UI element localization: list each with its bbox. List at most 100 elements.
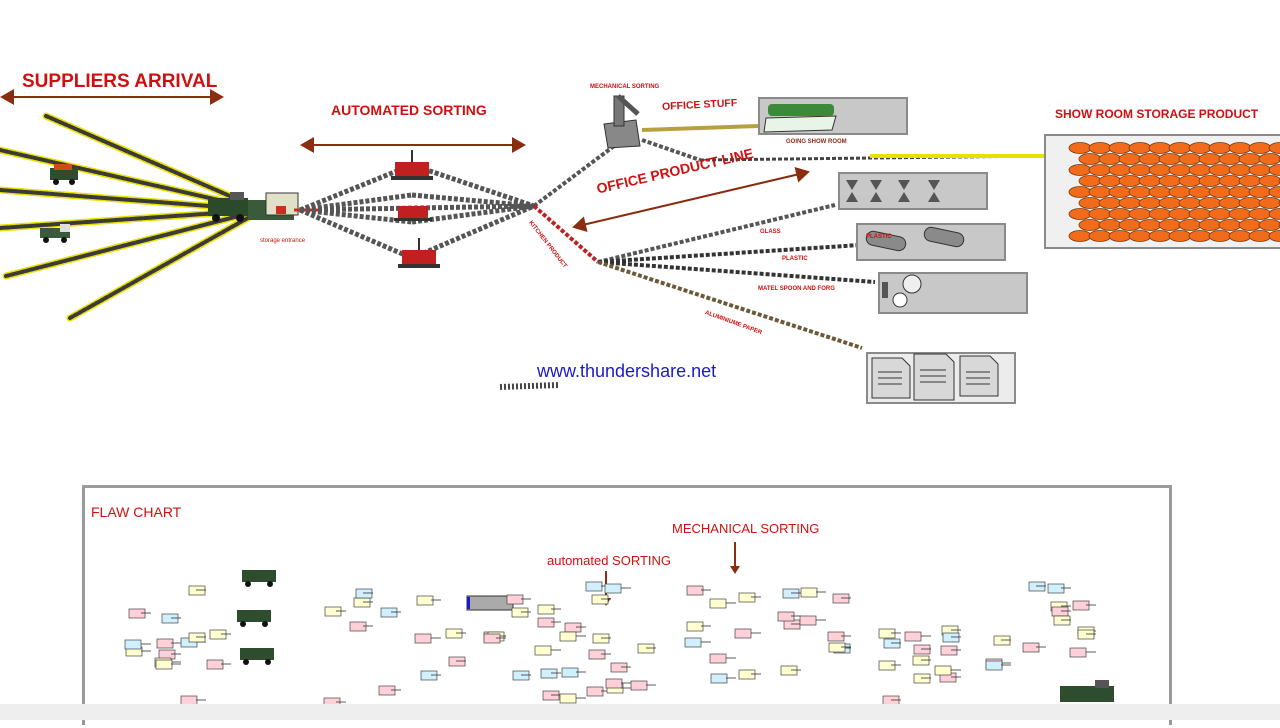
flow-node	[537, 617, 555, 628]
flow-node	[610, 662, 628, 673]
flow-node	[559, 693, 577, 704]
office-stuff-box	[758, 97, 908, 135]
flow-node	[1053, 615, 1071, 626]
flow-node	[604, 583, 622, 594]
flow-node	[353, 597, 371, 608]
bottom-scroll-area	[0, 704, 1280, 720]
flow-node	[420, 670, 438, 681]
flow-node	[209, 629, 227, 640]
office-product-line-arrow	[572, 166, 810, 233]
flow-node	[585, 581, 603, 592]
flow-node	[883, 638, 901, 649]
flow-node	[483, 633, 501, 644]
flow-node	[686, 585, 704, 596]
flow-node	[710, 673, 728, 684]
mechanical-sorting-label: MECHANICAL SORTING	[590, 84, 660, 90]
flow-node	[709, 598, 727, 609]
flow-mechanical-sorting-label: MECHANICAL SORTING	[672, 521, 820, 536]
flow-node	[605, 678, 623, 689]
flow-node	[156, 638, 174, 649]
flow-automated-sorting-label: automated SORTING	[547, 553, 672, 568]
flow-node	[942, 632, 960, 643]
flow-node	[912, 655, 930, 666]
flow-node	[534, 645, 552, 656]
flow-node	[448, 656, 466, 667]
flow-node	[827, 631, 845, 642]
flow-node	[591, 594, 609, 605]
flow-node	[913, 644, 931, 655]
flow-node	[799, 615, 817, 626]
flow-node	[985, 660, 1003, 671]
paper-box	[866, 352, 1016, 404]
flow-chart-panel: FLAW CHART MECHANICAL SORTING automated …	[82, 485, 1172, 725]
flow-node	[349, 621, 367, 632]
flow-node	[684, 637, 702, 648]
decor-belt	[499, 382, 559, 390]
flow-node	[686, 621, 704, 632]
flow-node	[506, 594, 524, 605]
flow-node	[904, 631, 922, 642]
flow-chart-graph	[124, 542, 1114, 708]
flow-node	[777, 611, 795, 622]
flow-node	[586, 686, 604, 697]
storage-entrance	[248, 192, 320, 220]
flow-node	[592, 633, 610, 644]
flow-node	[414, 633, 432, 644]
flow-node	[161, 613, 179, 624]
flow-node	[537, 604, 555, 615]
flow-node	[878, 660, 896, 671]
flow-node	[416, 595, 434, 606]
flow-node	[512, 670, 530, 681]
watermark-link[interactable]: www.thundershare.net	[537, 361, 717, 381]
flow-node	[734, 628, 752, 639]
flow-node	[1072, 600, 1090, 611]
plastic-box	[856, 223, 1006, 261]
flow-node	[561, 667, 579, 678]
storage-entrance-label: storage entrance	[260, 238, 306, 244]
flow-node	[445, 628, 463, 639]
going-show-room-label: GOING SHOW ROOM	[786, 139, 847, 145]
flow-node	[188, 632, 206, 643]
flow-node	[559, 631, 577, 642]
flow-node	[128, 608, 146, 619]
flow-node	[1047, 583, 1065, 594]
flow-node	[934, 665, 952, 676]
flow-node	[324, 606, 342, 617]
flow-chart-title: FLAW CHART	[91, 504, 182, 520]
flow-node	[542, 690, 560, 701]
metal-box	[878, 272, 1028, 314]
flow-node	[832, 593, 850, 604]
glass-box	[838, 172, 988, 210]
flow-node	[780, 665, 798, 676]
glass-label: GLASS	[760, 229, 781, 235]
show-room-storage-box	[1044, 134, 1280, 249]
flow-node	[878, 628, 896, 639]
show-room-storage-label: SHOW ROOM STORAGE PRODUCT	[1055, 107, 1259, 121]
plastic-label: PLASTIC	[782, 256, 808, 262]
flow-node	[630, 680, 648, 691]
flow-node	[540, 668, 558, 679]
flow-node	[155, 659, 173, 670]
mechanical-sorting-machine	[603, 94, 641, 149]
sorting-machines	[391, 150, 440, 268]
flow-node	[709, 653, 727, 664]
flow-node	[800, 587, 818, 598]
metal-spoon-label: MATEL SPOON AND FORG	[758, 286, 835, 292]
flow-node	[124, 639, 142, 650]
flow-node	[913, 673, 931, 684]
flow-node	[738, 592, 756, 603]
flow-node	[1077, 629, 1095, 640]
flow-node	[1069, 647, 1087, 658]
flow-node	[637, 643, 655, 654]
flow-node	[564, 622, 582, 633]
flow-node	[355, 588, 373, 599]
flow-node	[782, 588, 800, 599]
flow-nodes	[124, 581, 1096, 708]
flow-node	[588, 649, 606, 660]
flow-node	[380, 607, 398, 618]
flow-trucks	[237, 570, 1114, 702]
supplier-trucks	[40, 164, 248, 243]
flow-node	[940, 645, 958, 656]
flow-node	[828, 642, 846, 653]
flow-node	[1051, 606, 1069, 617]
